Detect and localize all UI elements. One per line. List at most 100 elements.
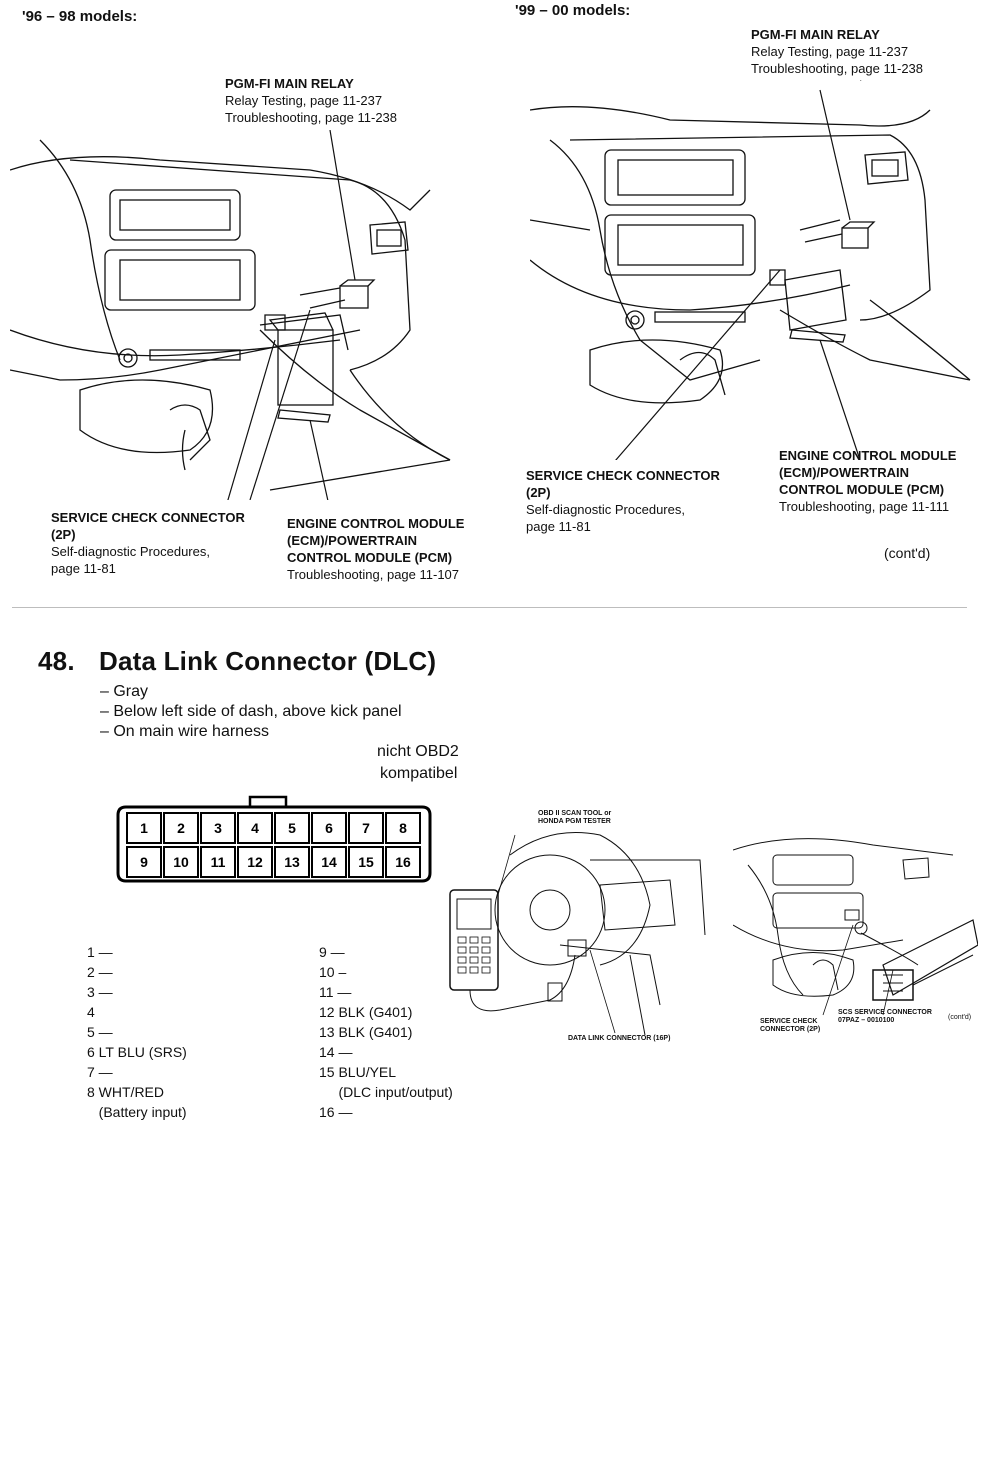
ecm-title2: (ECM)/POWERTRAIN [287, 533, 417, 548]
relay-label-right: PGM-FI MAIN RELAY Relay Testing, page 11… [751, 26, 923, 77]
pin-11: 11 — [319, 984, 352, 1000]
note-compatible: kompatibel [380, 765, 458, 782]
relay-testing: Relay Testing, page 11-237 [751, 44, 909, 59]
scan-tool-label-1: OBD II SCAN TOOL or [538, 810, 612, 817]
pin-cell-13 [274, 846, 310, 878]
ecm-troubleshooting: Troubleshooting, page 11-111 [779, 499, 950, 514]
pin-cell-5 [274, 812, 310, 844]
pin-cell-10 [163, 846, 199, 878]
pin-number-9: 9 [140, 854, 148, 870]
relay-troubleshooting: Troubleshooting, page 11-238 [751, 61, 924, 76]
scc-procedures: Self-diagnostic Procedures, [51, 544, 210, 559]
pin-cell-15 [348, 846, 384, 878]
pin-cell-7 [348, 812, 384, 844]
pin-list-right: 9 — 10 – 11 — 12 BLK (G401) 13 BLK (G401… [319, 942, 453, 1122]
note-not-obd2: nicht OBD2 [377, 743, 459, 760]
pin-2: 2 — [87, 964, 113, 980]
pin-5: 5 — [87, 1024, 113, 1040]
scc-page: page 11-81 [51, 561, 116, 576]
pin-number-2: 2 [177, 820, 185, 836]
bullet-location: – Below left side of dash, above kick pa… [100, 703, 402, 720]
section-number: 48. [38, 646, 75, 676]
pin-14: 14 — [319, 1044, 353, 1060]
pin-13: 13 BLK (G401) [319, 1024, 413, 1040]
scc-2p: (2P) [526, 485, 551, 500]
bullet-color: – Gray [100, 683, 149, 700]
header-96-98: '96 – 98 models: [22, 8, 138, 25]
scc-small-label-1: SERVICE CHECK [760, 1018, 818, 1025]
ecm-title: ENGINE CONTROL MODULE [287, 516, 465, 531]
ecm-title2: (ECM)/POWERTRAIN [779, 465, 909, 480]
pin-cell-1 [126, 812, 162, 844]
pin-12: 12 BLK (G401) [319, 1004, 413, 1020]
pin-8-note: (Battery input) [87, 1104, 187, 1120]
relay-troubleshooting: Troubleshooting, page 11-238 [225, 110, 398, 125]
pin-6: 6 LT BLU (SRS) [87, 1044, 187, 1060]
pin-9: 9 — [319, 944, 345, 960]
pin-4: 4 [87, 1004, 95, 1020]
relay-title: PGM-FI MAIN RELAY [225, 76, 354, 91]
pin-cell-16 [385, 846, 421, 878]
scc-procedures: Self-diagnostic Procedures, [526, 502, 685, 517]
pin-cell-6 [311, 812, 347, 844]
pin-cell-9 [126, 846, 162, 878]
pin-cell-14 [311, 846, 347, 878]
header-99-00: '99 – 00 models: [515, 2, 631, 19]
dlc-16p-label: DATA LINK CONNECTOR (16P) [568, 1035, 671, 1042]
pin-number-8: 8 [399, 820, 407, 836]
pin-10: 10 – [319, 964, 347, 980]
bullet-harness: – On main wire harness [100, 723, 269, 740]
pin-number-7: 7 [362, 820, 370, 836]
scan-tool-illustration [449, 832, 706, 1036]
scc-label-left: SERVICE CHECK CONNECTOR (2P) Self-diagno… [51, 509, 245, 577]
contd-small-label: (cont'd) [948, 1014, 972, 1021]
pin-cell-4 [237, 812, 273, 844]
ecm-title3: CONTROL MODULE (PCM) [779, 482, 945, 497]
dlc-bullets: – Gray – Below left side of dash, above … [100, 682, 402, 742]
pin-7: 7 — [87, 1064, 113, 1080]
pin-number-13: 13 [284, 854, 300, 870]
relay-label-left: PGM-FI MAIN RELAY Relay Testing, page 11… [225, 75, 397, 126]
pin-list-left: 1 — 2 — 3 — 4 5 — 6 LT BLU (SRS) 7 — 8 W… [87, 942, 187, 1122]
pin-1: 1 — [87, 944, 113, 960]
scc-2p: (2P) [51, 527, 76, 542]
ecm-title: ENGINE CONTROL MODULE [779, 448, 957, 463]
section-title: Data Link Connector (DLC) [99, 646, 437, 676]
pin-number-12: 12 [247, 854, 263, 870]
pin-3: 3 — [87, 984, 113, 1000]
pin-number-3: 3 [214, 820, 222, 836]
pin-number-1: 1 [140, 820, 148, 836]
scc-label-right: SERVICE CHECK CONNECTOR (2P) Self-diagno… [526, 467, 720, 535]
dashboard-illustration-99-00 [530, 80, 971, 460]
pin-number-16: 16 [395, 854, 411, 870]
scs-connector-label-2: 07PAZ – 0010100 [838, 1017, 895, 1024]
relay-title: PGM-FI MAIN RELAY [751, 27, 880, 42]
pin-15: 15 BLU/YEL [319, 1064, 397, 1080]
pin-cell-8 [385, 812, 421, 844]
pin-number-6: 6 [325, 820, 333, 836]
scc-page: page 11-81 [526, 519, 591, 534]
pin-cell-2 [163, 812, 199, 844]
ecm-troubleshooting: Troubleshooting, page 11-107 [287, 567, 460, 582]
ecm-label-right: ENGINE CONTROL MODULE (ECM)/POWERTRAIN C… [779, 447, 956, 515]
pin-number-4: 4 [251, 820, 259, 836]
scc-title: SERVICE CHECK CONNECTOR [526, 468, 720, 483]
contd-label: (cont'd) [884, 545, 931, 561]
pin-number-14: 14 [321, 854, 337, 870]
ecm-label-left: ENGINE CONTROL MODULE (ECM)/POWERTRAIN C… [287, 515, 464, 583]
pin-8: 8 WHT/RED [87, 1084, 164, 1100]
pin-number-5: 5 [288, 820, 296, 836]
section-divider [12, 607, 967, 608]
pin-cell-11 [200, 846, 236, 878]
scs-connector-label-1: SCS SERVICE CONNECTOR [838, 1009, 932, 1016]
dashboard-illustration-96-98 [10, 130, 451, 500]
pin-16: 16 — [319, 1104, 353, 1120]
pin-15-note: (DLC input/output) [319, 1084, 453, 1100]
scan-tool-label: OBD II SCAN TOOL or HONDA PGM TESTER [538, 810, 611, 826]
pin-cell-3 [200, 812, 236, 844]
ecm-title3: CONTROL MODULE (PCM) [287, 550, 453, 565]
scc-small-label: SERVICE CHECK CONNECTOR (2P) [760, 1018, 820, 1034]
pin-number-10: 10 [173, 854, 189, 870]
